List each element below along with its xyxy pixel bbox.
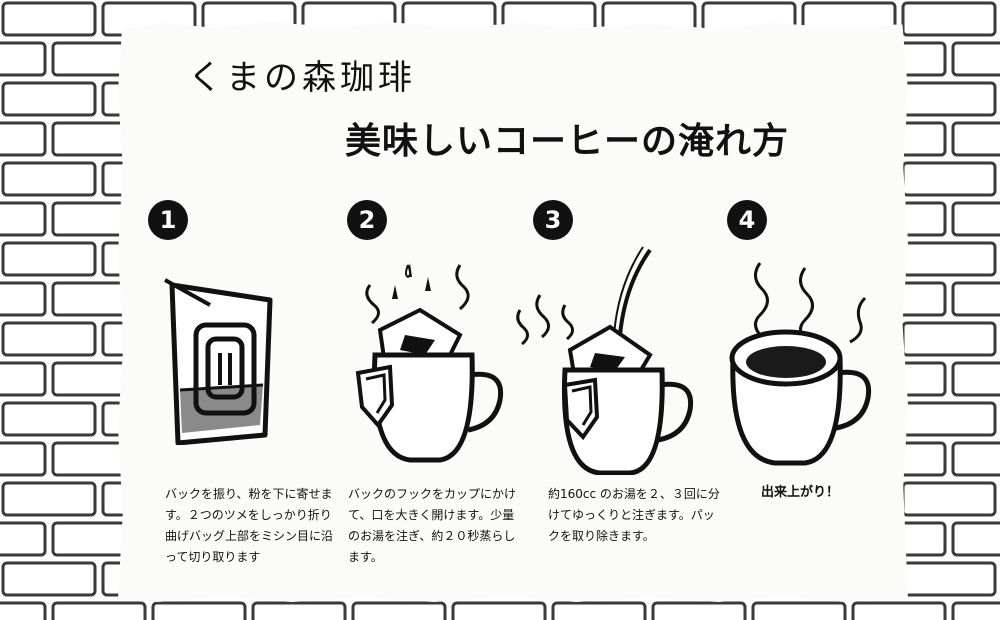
- step-4-number: 4: [727, 200, 767, 240]
- pouring-kettle-cup-icon: [516, 246, 694, 475]
- step-2-caption: バックのフックをカップにかけて、口を大きく開けます。少量のお湯を注ぎ、約２０秒蒸…: [348, 487, 517, 564]
- step-3-number: 3: [533, 200, 573, 240]
- step-2-number: 2: [347, 200, 387, 240]
- brand-logo: くまの森珈琲: [188, 58, 416, 98]
- step-1-number: 1: [148, 200, 188, 240]
- steaming-coffee-cup-icon: [729, 262, 872, 466]
- page-title: 美味しいコーヒーの淹れ方: [345, 120, 790, 162]
- step-3-caption: 約160cc のお湯を２、３回に分けてゆっくりと注ぎます。パックを取り除きます。: [548, 487, 720, 543]
- step-4-caption: 出来上がり！: [760, 485, 839, 500]
- drip-bag-on-cup-icon: [355, 263, 504, 463]
- drip-bag-icon: [164, 278, 273, 445]
- step-1-caption: バックを振り、粉を下に寄せます。２つのツメをしっかり折り曲げバッグ上部をミシン目…: [165, 487, 334, 564]
